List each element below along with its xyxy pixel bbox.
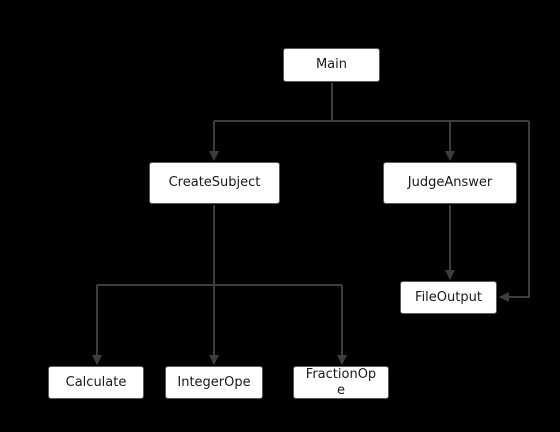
node-integerope[interactable]: IntegerOpe <box>165 366 263 399</box>
node-fractionope-label: FractionOpe <box>305 366 377 398</box>
edge-main-to-fileoutput <box>499 121 530 302</box>
node-fileoutput-label: FileOutput <box>415 289 482 305</box>
node-calculate[interactable]: Calculate <box>48 366 144 399</box>
node-createsubject[interactable]: CreateSubject <box>149 162 280 204</box>
node-createsubject-label: CreateSubject <box>168 175 261 190</box>
node-main[interactable]: Main <box>283 48 380 82</box>
node-fileoutput[interactable]: FileOutput <box>400 281 497 314</box>
node-fractionope[interactable]: FractionOpe <box>293 366 389 399</box>
node-calculate-label: Calculate <box>65 374 127 390</box>
node-judgeanswer-label: JudgeAnswer <box>407 175 493 190</box>
node-integerope-label: IntegerOpe <box>177 374 251 390</box>
node-main-label: Main <box>315 57 348 72</box>
node-judgeanswer[interactable]: JudgeAnswer <box>383 162 517 204</box>
